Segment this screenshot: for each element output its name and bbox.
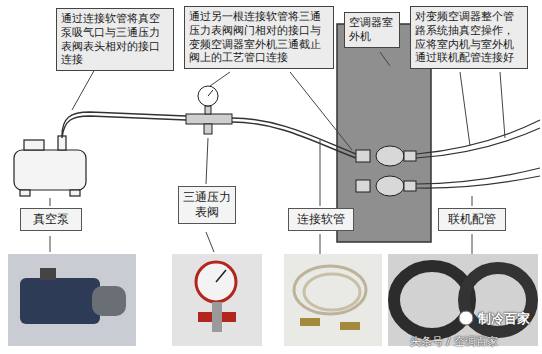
watermark: 头条号 / 空调百家 bbox=[410, 334, 498, 349]
part-label: 三通压力表阀 bbox=[178, 186, 236, 224]
node-text: 真空泵 bbox=[24, 212, 78, 227]
callout-box: 空调器室外机 bbox=[344, 12, 400, 48]
photo-gauge-valve bbox=[172, 254, 262, 346]
node-text: 空调器室外机 bbox=[349, 16, 395, 44]
part-label: 真空泵 bbox=[20, 208, 82, 231]
photo-linking-pipes bbox=[388, 254, 538, 346]
photo-vacuum-pump bbox=[8, 254, 136, 346]
node-text: 通过连接软管将真空泵吸气口与三通压力表阀表头相对的接口连接 bbox=[61, 12, 169, 67]
node-text: 联机配管 bbox=[442, 212, 502, 227]
callout-box: 通过另一根连接软管将三通压力表阀阀门相对的接口与变频空调器室外机三通截止阀上的工… bbox=[184, 6, 334, 69]
linking-pipes bbox=[416, 120, 540, 188]
watermark: 制冷百家 bbox=[478, 310, 530, 328]
gauge-valve-drawing bbox=[186, 86, 232, 134]
connecting-hose bbox=[62, 112, 356, 158]
vacuum-pump-drawing bbox=[14, 136, 86, 196]
node-text: 连接软管 bbox=[292, 212, 350, 227]
part-label: 连接软管 bbox=[288, 208, 354, 231]
callout-box: 通过连接软管将真空泵吸气口与三通压力表阀表头相对的接口连接 bbox=[56, 8, 174, 71]
stop-valves bbox=[356, 146, 416, 196]
callout-box: 对变频空调器整个管路系统抽真空操作，应将室内机与室外机通过联机配管连接好 bbox=[410, 6, 528, 69]
watermark-icon bbox=[459, 311, 473, 325]
leader-lines bbox=[50, 52, 505, 256]
node-text: 通过另一根连接软管将三通压力表阀阀门相对的接口与变频空调器室外机三通截止阀上的工… bbox=[189, 10, 329, 65]
node-text: 三通压力表阀 bbox=[182, 190, 232, 220]
part-label: 联机配管 bbox=[438, 208, 506, 231]
node-text: 对变频空调器整个管路系统抽真空操作，应将室内机与室外机通过联机配管连接好 bbox=[415, 10, 523, 65]
photo-hose bbox=[284, 254, 382, 346]
